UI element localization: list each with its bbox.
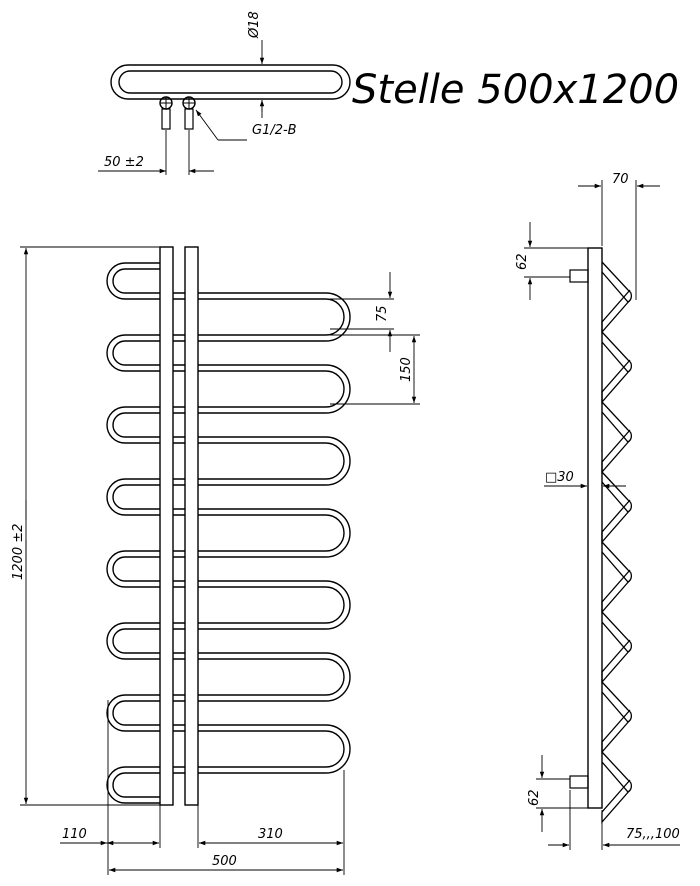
height-label: 1200 ±2: [11, 524, 26, 580]
side-top-label: 62: [515, 253, 530, 270]
side-loop-0: [601, 261, 632, 303]
side-view: 70 62 □30 62 75,,,100: [515, 172, 680, 850]
side-loop-10: [601, 611, 632, 653]
top-view-inner-loop: [118, 70, 343, 94]
loop-pitch-label: 75: [375, 305, 390, 322]
side-loop-11: [601, 639, 631, 684]
top-view: Ø18 G1/2-B 50 ±2: [98, 11, 351, 175]
side-loop-3: [601, 359, 631, 404]
diameter-label: Ø18: [247, 11, 262, 39]
side-loop-6: [601, 471, 632, 513]
serpentine-pipe-inner: [112, 268, 351, 798]
group-pitch-label: 150: [399, 357, 414, 382]
side-collector: [587, 247, 603, 809]
product-title: Stelle 500x1200: [352, 67, 679, 113]
side-inlet-bottom: [569, 775, 589, 789]
side-inlet-top: [569, 269, 589, 283]
side-bottom-label: 62: [527, 789, 542, 806]
side-loop-9: [601, 569, 631, 614]
profile-label: □30: [545, 470, 574, 485]
top-view-outer-loop: [110, 64, 351, 100]
thread-label: G1/2-B: [252, 123, 297, 138]
inlet-spacing-label: 50 ±2: [104, 155, 144, 170]
serpentine-pipe-outer: [106, 262, 345, 804]
side-loop-14: [601, 751, 632, 793]
side-loop-1: [601, 289, 631, 334]
side-loop-15: [601, 779, 631, 824]
side-depth-label: 70: [612, 172, 629, 187]
side-loop-4: [601, 401, 632, 443]
collector-left: [159, 246, 174, 806]
front-view: 1200 ±2 75 150 110 310 500: [11, 246, 420, 875]
side-loop-12: [601, 681, 632, 723]
side-loop-7: [601, 499, 631, 544]
left-offset-label: 110: [62, 827, 87, 842]
wall-distance-label: 75,,,100: [626, 827, 680, 842]
valve-right: [182, 96, 196, 130]
side-loops: [601, 261, 632, 824]
side-loop-2: [601, 331, 632, 373]
collector-right: [184, 246, 199, 806]
side-loop-13: [601, 709, 631, 754]
side-loop-8: [601, 541, 632, 583]
width-label: 500: [212, 854, 237, 869]
valve-left: [159, 96, 173, 130]
right-offset-label: 310: [258, 827, 283, 842]
side-loop-5: [601, 429, 631, 474]
